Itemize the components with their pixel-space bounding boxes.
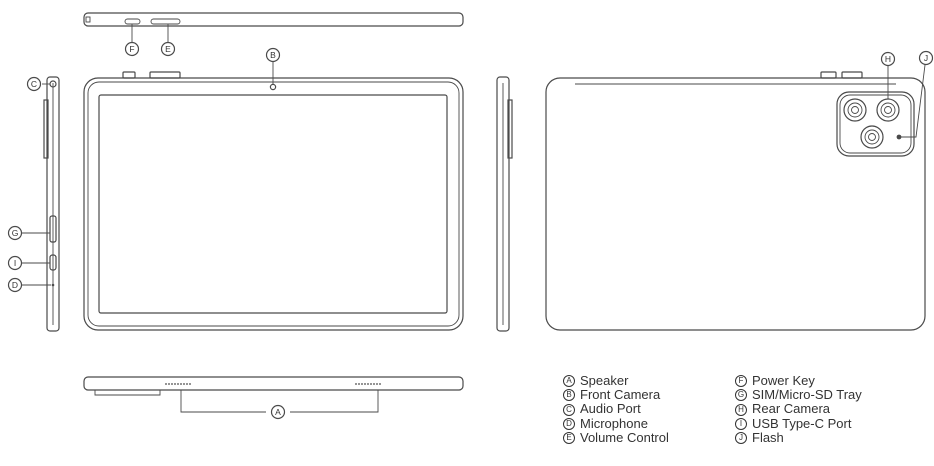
legend-badge: G [735, 389, 747, 402]
legend-item: F Power Key [735, 373, 862, 388]
legend-badge: I [735, 417, 747, 430]
legend-right-column: F Power Key G SIM/Micro-SD Tray H Rear Came… [735, 373, 862, 445]
marker-h: H [885, 54, 891, 64]
legend-label: Rear Camera [752, 401, 831, 417]
screen [98, 94, 448, 314]
volume-control-top [150, 18, 181, 25]
right-side-view [496, 76, 513, 332]
legend-label: Volume Control [580, 429, 669, 445]
legend-label: SIM/Micro-SD Tray [752, 387, 862, 403]
camera-module [836, 91, 915, 157]
speaker-right [355, 383, 381, 385]
sim-tray [49, 215, 57, 243]
top-edge-view: F E [83, 12, 464, 57]
marker-e: E [165, 44, 171, 54]
legend-label: Microphone [580, 415, 648, 431]
legend-label: Power Key [752, 373, 815, 388]
legend-item: C Audio Port [563, 402, 669, 416]
marker-c: C [31, 79, 37, 89]
marker-j: J [924, 53, 928, 63]
microphone [51, 283, 55, 287]
bottom-edge-view: A [83, 376, 464, 420]
back-view: H J [545, 50, 934, 331]
legend-badge: A [563, 375, 575, 388]
legend-badge: C [563, 403, 575, 416]
legend-item: J Flash [735, 429, 862, 445]
legend-badge: H [735, 403, 747, 416]
left-side-view: C G I D [7, 76, 60, 332]
marker-d: D [12, 280, 18, 290]
legend-badge: B [563, 389, 575, 402]
legend-item: G SIM/Micro-SD Tray [735, 388, 862, 402]
legend-item: H Rear Camera [735, 402, 862, 416]
legend-label: Front Camera [580, 387, 661, 403]
legend-badge: E [563, 431, 575, 444]
legend-badge: J [735, 431, 747, 444]
marker-g: G [12, 228, 19, 238]
marker-b: B [270, 50, 276, 60]
usb-c-port [49, 254, 57, 271]
speaker-left [165, 383, 191, 385]
legend-item: D Microphone [563, 415, 669, 431]
legend-label: Audio Port [580, 401, 641, 417]
rear-camera [843, 98, 900, 149]
front-camera [269, 83, 277, 91]
legend-item: E Volume Control [563, 429, 669, 445]
legend-badge: F [735, 375, 747, 388]
legend-item: B Front Camera [563, 388, 669, 402]
legend-label: USB Type-C Port [752, 415, 852, 431]
marker-f: F [129, 44, 134, 54]
legend-label: Speaker [580, 373, 629, 388]
power-key [124, 18, 141, 25]
marker-i: I [14, 258, 16, 268]
legend-label: Flash [752, 429, 784, 445]
flash [896, 134, 902, 140]
marker-a: A [275, 407, 281, 417]
legend-item: A Speaker [563, 373, 669, 388]
front-view: B [83, 47, 464, 331]
legend-item: I USB Type-C Port [735, 415, 862, 431]
legend-badge: D [563, 417, 575, 430]
legend-left-column: A Speaker B Front Camera C Audio Port D Micr… [563, 373, 669, 445]
